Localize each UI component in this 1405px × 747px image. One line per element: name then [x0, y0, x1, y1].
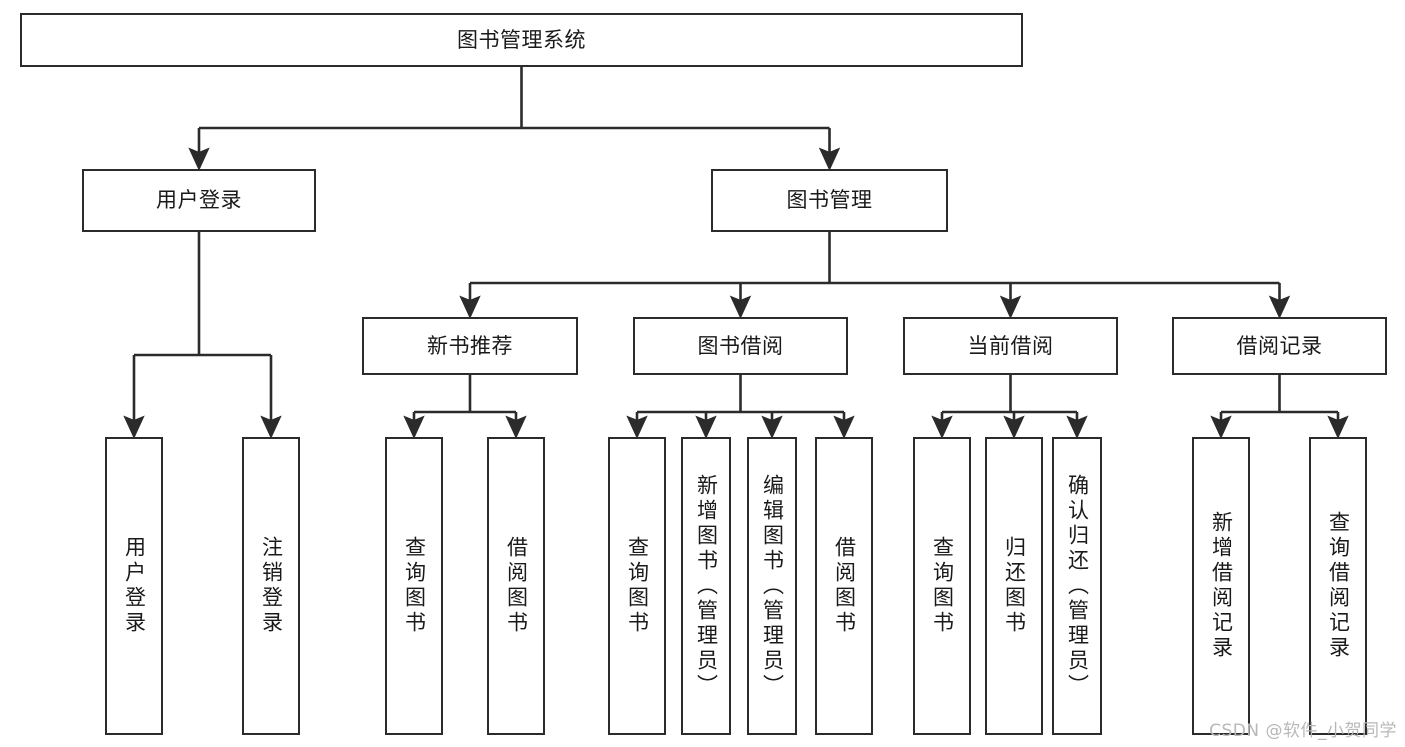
node-label: 新增图书（管理员） — [694, 473, 719, 699]
node-l5[interactable]: 查询图书 — [608, 437, 666, 735]
node-label: 查询图书 — [402, 536, 427, 636]
node-label: 图书管理系统 — [457, 27, 586, 52]
node-label: 用户登录 — [122, 536, 147, 636]
node-newrec[interactable]: 新书推荐 — [362, 317, 578, 375]
node-login[interactable]: 用户登录 — [82, 169, 316, 232]
node-l1[interactable]: 用户登录 — [105, 437, 163, 735]
node-records[interactable]: 借阅记录 — [1172, 317, 1387, 375]
node-label: 新书推荐 — [427, 333, 513, 358]
node-l9[interactable]: 查询图书 — [913, 437, 971, 735]
node-l6[interactable]: 新增图书（管理员） — [681, 437, 731, 735]
node-label: 图书管理 — [786, 188, 873, 213]
node-l4[interactable]: 借阅图书 — [487, 437, 545, 735]
node-l2[interactable]: 注销登录 — [242, 437, 300, 735]
node-l3[interactable]: 查询图书 — [385, 437, 443, 735]
node-borrow[interactable]: 图书借阅 — [633, 317, 848, 375]
watermark: CSDN @软件_小贺同学 — [1209, 721, 1397, 741]
node-label: 图书借阅 — [697, 333, 784, 358]
node-l12[interactable]: 新增借阅记录 — [1192, 437, 1250, 735]
node-label: 借阅图书 — [504, 536, 529, 636]
node-label: 借阅记录 — [1236, 333, 1323, 358]
node-label: 编辑图书（管理员） — [760, 473, 785, 699]
node-label: 确认归还（管理员） — [1065, 473, 1090, 699]
node-l13[interactable]: 查询借阅记录 — [1309, 437, 1367, 735]
node-label: 注销登录 — [259, 536, 284, 636]
node-l10[interactable]: 归还图书 — [985, 437, 1043, 735]
node-l11[interactable]: 确认归还（管理员） — [1052, 437, 1102, 735]
node-label: 归还图书 — [1002, 536, 1027, 636]
node-label: 查询借阅记录 — [1326, 511, 1351, 661]
node-l7[interactable]: 编辑图书（管理员） — [747, 437, 797, 735]
node-label: 新增借阅记录 — [1209, 511, 1234, 661]
node-label: 当前借阅 — [967, 333, 1054, 358]
node-l8[interactable]: 借阅图书 — [815, 437, 873, 735]
node-label: 用户登录 — [156, 188, 242, 213]
node-bookmgmt[interactable]: 图书管理 — [711, 169, 948, 232]
node-label: 查询图书 — [625, 536, 650, 636]
node-label: 借阅图书 — [832, 536, 857, 636]
node-root[interactable]: 图书管理系统 — [20, 13, 1023, 67]
node-label: 查询图书 — [930, 536, 955, 636]
node-current[interactable]: 当前借阅 — [903, 317, 1118, 375]
